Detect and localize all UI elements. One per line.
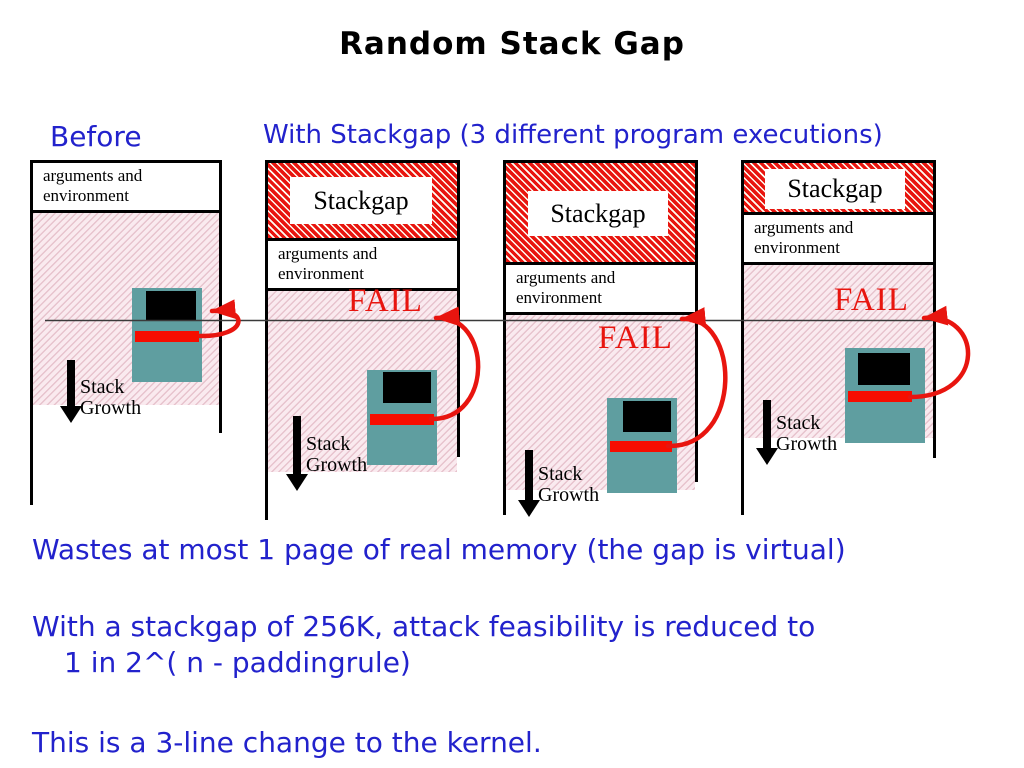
note-line: This is a 3-line change to the kernel.: [32, 726, 542, 759]
return-address-bar: [848, 391, 912, 402]
shellcode-box: [623, 401, 671, 432]
note-line: Wastes at most 1 page of real memory (th…: [32, 533, 846, 566]
stack-growth-arrow-icon: [60, 360, 82, 423]
fail-label: FAIL: [598, 320, 673, 356]
args-env-region: arguments and environment: [741, 212, 936, 265]
payload-block: [607, 398, 677, 493]
shellcode-box: [858, 353, 910, 385]
fail-label: FAIL: [834, 282, 909, 318]
args-env-region: arguments and environment: [265, 238, 460, 291]
args-env-label: arguments and environment: [516, 268, 616, 307]
column-right-border: [219, 160, 222, 433]
payload-block: [845, 348, 925, 443]
return-address-bar: [370, 414, 434, 425]
payload-block: [367, 370, 437, 465]
shellcode-box: [383, 372, 431, 403]
column-left-border: [741, 160, 744, 515]
return-address-bar: [610, 441, 672, 452]
stack-growth-label: Stack Growth: [306, 433, 368, 476]
args-env-region: arguments and environment: [30, 160, 222, 213]
stackgap-label: Stackgap: [528, 191, 668, 236]
stackgap-region: Stackgap: [503, 160, 698, 265]
shellcode-box: [146, 291, 196, 321]
column-left-border: [265, 160, 268, 520]
note-line: 1 in 2^( n - paddingrule): [64, 646, 411, 679]
payload-block: [132, 288, 202, 382]
stackgap-region: Stackgap: [265, 160, 460, 241]
args-env-label: arguments and environment: [43, 166, 143, 205]
stack-growth-arrow-icon: [286, 416, 308, 491]
stack-growth-arrow-icon: [756, 400, 778, 465]
stack-growth-label: Stack Growth: [80, 376, 142, 419]
note-line: With a stackgap of 256K, attack feasibil…: [32, 610, 816, 643]
slide-title: Random Stack Gap: [339, 26, 685, 62]
column-left-border: [503, 160, 506, 515]
fail-label: FAIL: [348, 283, 423, 319]
column-header-stackgap: With Stackgap (3 different program execu…: [263, 120, 883, 150]
stack-growth-label: Stack Growth: [776, 412, 838, 455]
stackgap-label: Stackgap: [765, 169, 905, 209]
stack-growth-label: Stack Growth: [538, 463, 600, 506]
column-header-before: Before: [50, 120, 142, 153]
column-left-border: [30, 160, 33, 505]
args-env-label: arguments and environment: [278, 244, 378, 283]
stackgap-region: Stackgap: [741, 160, 936, 215]
stack-growth-arrow-icon: [518, 450, 540, 517]
stackgap-label: Stackgap: [290, 177, 432, 224]
return-address-bar: [135, 331, 199, 342]
args-env-label: arguments and environment: [754, 218, 854, 257]
args-env-region: arguments and environment: [503, 262, 698, 315]
